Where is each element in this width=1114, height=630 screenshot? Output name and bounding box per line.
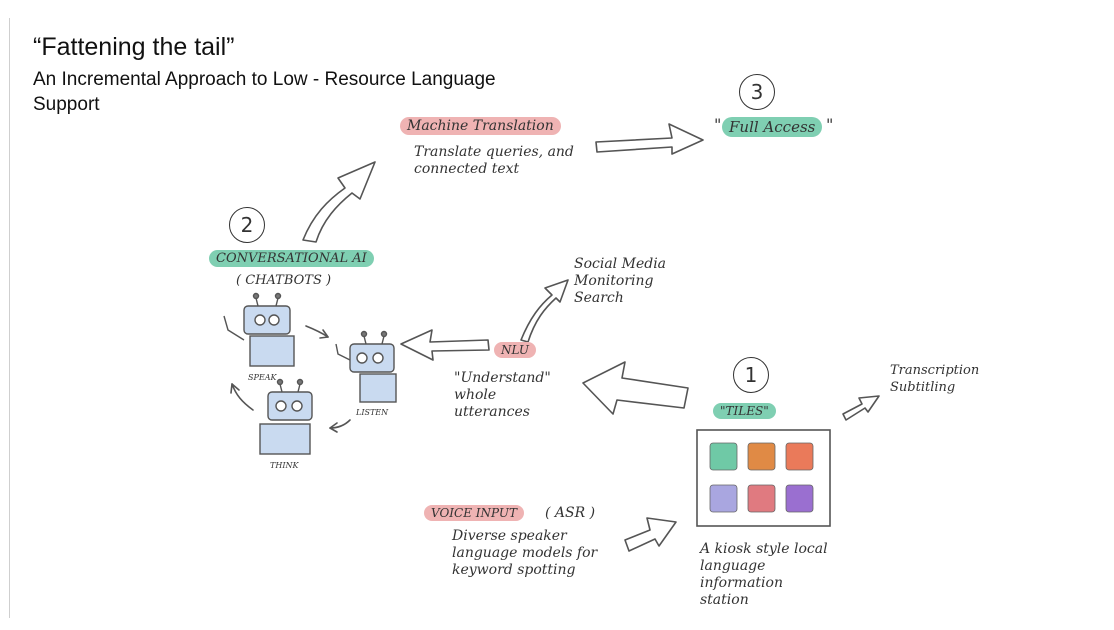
arrow-nlu-to-chatbot bbox=[400, 329, 490, 361]
arrow-tiles-to-transcription bbox=[842, 395, 880, 421]
arrow-voice-to-tiles bbox=[624, 517, 677, 552]
nlu-label: NLU bbox=[494, 342, 536, 358]
tile-1 bbox=[709, 442, 738, 471]
tile-2 bbox=[747, 442, 776, 471]
tiles-label: "TILES" bbox=[713, 403, 776, 419]
tile-grid bbox=[709, 442, 814, 513]
machine-translation-label: Machine Translation bbox=[400, 117, 561, 135]
tile-3 bbox=[785, 442, 814, 471]
tile-4 bbox=[709, 484, 738, 513]
full-access-quote-open: " bbox=[714, 115, 722, 134]
full-access-quote-close: " bbox=[826, 115, 834, 134]
robot-speak-label: SPEAK bbox=[248, 373, 277, 382]
step-3-number: 3 bbox=[739, 74, 775, 110]
nlu-desc: "Understand" whole utterances bbox=[454, 370, 551, 420]
arrow-tiles-to-nlu bbox=[582, 361, 689, 415]
machine-translation-desc: Translate queries, and connected text bbox=[414, 144, 574, 177]
chatbots-label: ( CHATBOTS ) bbox=[236, 273, 332, 288]
voice-input-label: VOICE INPUT bbox=[424, 505, 525, 521]
step-1-number: 1 bbox=[733, 357, 769, 393]
slide-title: “Fattening the tail” bbox=[33, 33, 235, 61]
slide-edge bbox=[9, 18, 10, 618]
cycle-arrow-3 bbox=[231, 383, 254, 411]
slide-subtitle: An Incremental Approach to Low - Resourc… bbox=[33, 69, 496, 115]
tiles-desc: A kiosk style local language information… bbox=[700, 541, 828, 608]
tile-6 bbox=[785, 484, 814, 513]
robot-think-label: THINK bbox=[270, 461, 299, 470]
full-access-label: Full Access bbox=[722, 117, 823, 137]
robot-listen-label: LISTEN bbox=[356, 408, 389, 417]
tile-5 bbox=[747, 484, 776, 513]
social-media-text: Social Media Monitoring Search bbox=[574, 256, 667, 306]
arrow-nlu-to-social bbox=[520, 279, 569, 343]
transcription-text: Transcription Subtitling bbox=[890, 363, 980, 395]
step-2-number: 2 bbox=[229, 207, 265, 243]
arrow-mt-to-full-access bbox=[595, 123, 704, 155]
conversational-ai-label: CONVERSATIONAL AI bbox=[209, 250, 374, 267]
arrow-chatbot-to-mt bbox=[302, 161, 376, 243]
asr-label: ( ASR ) bbox=[545, 505, 596, 521]
robot-listen bbox=[335, 330, 397, 403]
robot-think bbox=[259, 378, 313, 455]
cycle-arrow-2 bbox=[329, 419, 351, 429]
robot-speak bbox=[223, 292, 295, 367]
voice-input-desc: Diverse speaker language models for keyw… bbox=[452, 528, 598, 578]
